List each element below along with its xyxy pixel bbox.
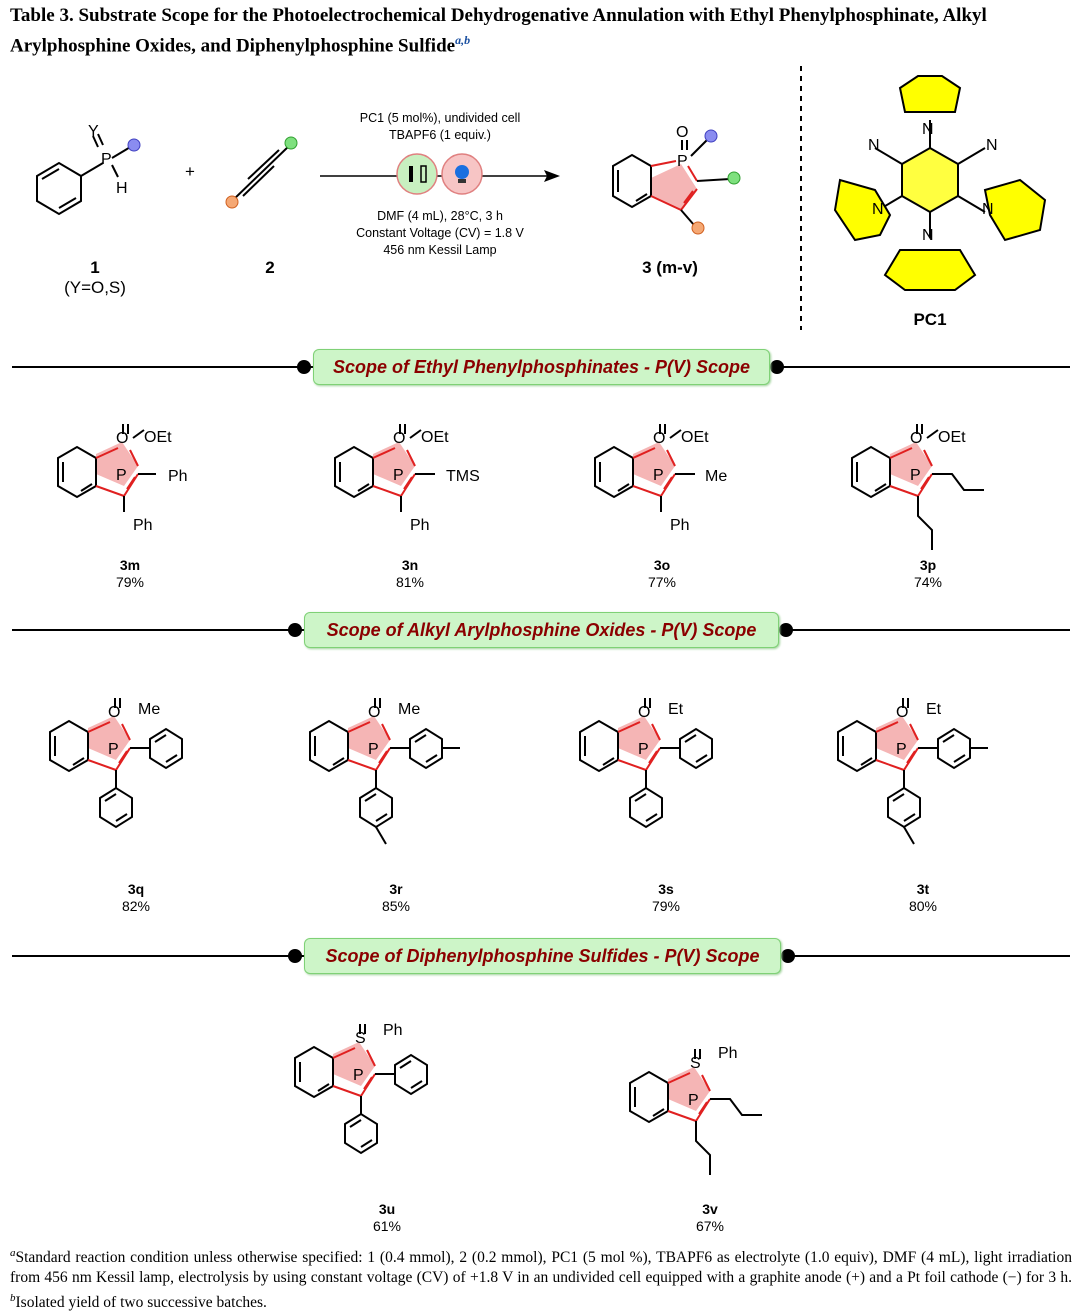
svg-text:Ph: Ph <box>383 1022 403 1039</box>
structure-3r <box>309 697 460 845</box>
section-3-banner: Scope of Diphenylphosphine Sulfides - P(… <box>304 938 781 974</box>
svg-text:Et: Et <box>668 701 684 718</box>
svg-text:P: P <box>910 467 921 484</box>
svg-text:P: P <box>108 741 119 758</box>
svg-text:O: O <box>368 704 380 721</box>
catalyst-label: PC1 <box>913 310 947 329</box>
svg-text:Me: Me <box>705 468 727 485</box>
reagent-1-Y: Y <box>88 123 99 140</box>
reagent-1-P: P <box>101 151 112 168</box>
svg-text:N: N <box>922 121 934 138</box>
3m-P: P <box>116 467 127 484</box>
structure-3s <box>579 697 713 828</box>
blue-dot <box>127 138 141 152</box>
svg-text:O: O <box>116 430 128 447</box>
svg-text:OEt: OEt <box>681 429 709 446</box>
product-structure <box>612 138 731 226</box>
orange-dot <box>225 195 239 209</box>
svg-text:O: O <box>896 704 908 721</box>
structure-3t <box>837 697 988 845</box>
structure-3p <box>851 423 984 550</box>
svg-text:O: O <box>108 704 120 721</box>
svg-text:O: O <box>653 430 665 447</box>
caption-footnote-marks: a,b <box>455 33 471 47</box>
section-2-banner: Scope of Alkyl Arylphosphine Oxides - P(… <box>304 612 779 648</box>
svg-text:P: P <box>653 467 664 484</box>
structure-3v <box>629 1048 762 1175</box>
structure-3o <box>594 423 695 512</box>
section-2-dot-left <box>288 623 302 637</box>
svg-text:S: S <box>355 1030 366 1047</box>
svg-text:O: O <box>910 430 922 447</box>
svg-text:TMS: TMS <box>446 468 480 485</box>
section-3-dot-left <box>288 949 302 963</box>
reagent-1-H: H <box>116 180 128 197</box>
svg-text:Ph: Ph <box>410 517 430 534</box>
arrow-head <box>544 170 560 182</box>
svg-text:Me: Me <box>138 701 160 718</box>
svg-text:O: O <box>393 430 405 447</box>
reaction-scheme: P Y H P O <box>36 66 1047 330</box>
svg-text:N: N <box>922 227 934 244</box>
structure-3n <box>334 423 435 512</box>
svg-text:OEt: OEt <box>144 429 172 446</box>
svg-text:N: N <box>986 137 998 154</box>
reagent-2-label: 2 <box>265 258 275 277</box>
svg-text:Ph: Ph <box>718 1045 738 1062</box>
section-3-dot-right <box>781 949 795 963</box>
product-label: 3 (m-v) <box>642 258 698 277</box>
svg-text:Et: Et <box>926 701 942 718</box>
svg-text:P: P <box>688 1092 699 1109</box>
section-1-banner: Scope of Ethyl Phenylphosphinates - P(V)… <box>313 349 770 385</box>
footnote-a: Standard reaction condition unless other… <box>10 1249 1072 1287</box>
catalyst-structure <box>833 75 1047 291</box>
svg-text:N: N <box>868 137 880 154</box>
svg-text:P: P <box>638 741 649 758</box>
green-dot <box>284 136 298 150</box>
svg-text:P: P <box>353 1067 364 1084</box>
svg-text:OEt: OEt <box>938 429 966 446</box>
svg-text:N: N <box>872 201 884 218</box>
svg-text:P: P <box>393 467 404 484</box>
structure-3u <box>294 1023 428 1154</box>
reagent-1-label: 1(Y=O,S) <box>64 258 126 297</box>
reagent-2-structure <box>231 144 291 202</box>
section-1-dot-left <box>297 360 311 374</box>
svg-text:P: P <box>677 153 688 170</box>
electrolysis-icon <box>396 153 438 195</box>
structure-3q <box>49 697 183 828</box>
structure-3m <box>57 423 156 512</box>
plus-sign: + <box>185 162 195 181</box>
svg-text:N: N <box>982 201 994 218</box>
svg-text:OEt: OEt <box>421 429 449 446</box>
svg-text:P: P <box>368 741 379 758</box>
table-footnote: aStandard reaction condition unless othe… <box>10 1247 1072 1312</box>
svg-text:Me: Me <box>398 701 420 718</box>
svg-text:Ph: Ph <box>670 517 690 534</box>
caption-text: Table 3. Substrate Scope for the Photoel… <box>10 5 987 57</box>
svg-text:Ph: Ph <box>133 517 153 534</box>
section-2-dot-right <box>779 623 793 637</box>
footnote-b: Isolated yield of two successive batches… <box>15 1294 267 1312</box>
table-caption: Table 3. Substrate Scope for the Photoel… <box>10 4 1070 58</box>
svg-text:P: P <box>896 741 907 758</box>
svg-text:O: O <box>676 124 688 141</box>
svg-text:S: S <box>690 1055 701 1072</box>
section-1-dot-right <box>770 360 784 374</box>
svg-text:Ph: Ph <box>168 468 188 485</box>
svg-text:O: O <box>638 704 650 721</box>
